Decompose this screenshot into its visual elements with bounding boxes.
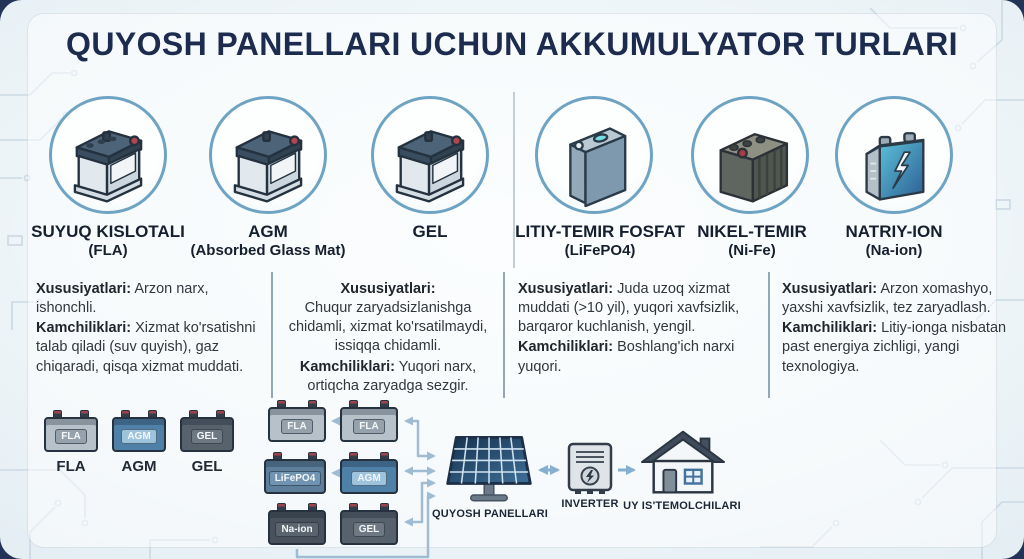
solar-panel-icon xyxy=(446,435,532,502)
flow-battery-fla-1: FLA xyxy=(268,400,326,442)
flow-battery-gel: GEL xyxy=(340,503,398,545)
battery-terminal-icon xyxy=(216,410,225,417)
legend-caption-agm: AGM xyxy=(121,458,157,475)
type-name-agm: AGM (Absorbed Glass Mat) xyxy=(190,222,346,259)
description-fla: Xususiyatlari: Arzon narx, ishonchli. Ka… xyxy=(36,281,256,375)
battery-terminal-icon xyxy=(380,452,389,459)
battery-terminal-icon xyxy=(80,410,89,417)
battery-terminal-icon xyxy=(277,503,286,510)
battery-terminal-icon xyxy=(308,400,317,407)
car-battery-icon xyxy=(73,130,143,203)
battery-terminal-icon xyxy=(189,410,198,417)
legend-battery-fla: FLA xyxy=(44,410,98,452)
page-title: QUYOSH PANELLARI UCHUN AKKUMULYATOR TURL… xyxy=(66,26,958,62)
flow-battery-naion: Na-ion xyxy=(268,503,326,545)
description-naion: Xususiyatlari: Arzon xomashyo, yaxshi xa… xyxy=(782,281,1007,375)
battery-terminal-icon xyxy=(308,503,317,510)
type-name-lifepo4: LITIY-TEMIR FOSFAT (LiFePO4) xyxy=(515,222,685,259)
type-name-fla: SUYUQ KISLOTALI (FLA) xyxy=(31,222,185,259)
description-lifepo4: Xususiyatlari: Juda uzoq xizmat muddati … xyxy=(518,281,740,375)
circle-naion xyxy=(835,96,953,214)
legend-battery-agm: AGM xyxy=(112,410,166,452)
car-battery-icon xyxy=(395,130,465,203)
circle-agm xyxy=(209,96,327,214)
battery-terminal-icon xyxy=(380,503,389,510)
circle-fla xyxy=(49,96,167,214)
prismatic-cell-icon xyxy=(569,127,627,207)
text-divider xyxy=(271,272,273,398)
house-label: UY IS'TEMOLCHILARI xyxy=(623,500,741,512)
nife-battery-icon xyxy=(719,133,789,203)
battery-terminal-icon xyxy=(380,400,389,407)
circle-lifepo4 xyxy=(535,96,653,214)
battery-terminal-icon xyxy=(277,400,286,407)
battery-terminal-icon xyxy=(273,452,282,459)
inverter-icon xyxy=(567,442,613,494)
battery-terminal-icon xyxy=(349,452,358,459)
text-divider xyxy=(768,272,770,398)
solar-panel-label: QUYOSH PANELLARI xyxy=(431,508,549,520)
text-divider xyxy=(503,272,505,398)
battery-terminal-icon xyxy=(148,410,157,417)
battery-terminal-icon xyxy=(349,503,358,510)
legend-caption-fla: FLA xyxy=(56,458,86,475)
type-name-gel: GEL xyxy=(412,222,448,241)
description-agm-gel: Xususiyatlari:Chuqur zaryadsizlanishga c… xyxy=(288,281,488,394)
group-divider xyxy=(513,92,515,268)
naion-battery-icon xyxy=(865,132,925,201)
flow-battery-agm: AGM xyxy=(340,452,398,494)
type-name-naion: NATRIY-ION (Na-ion) xyxy=(845,222,943,259)
flow-battery-lifepo4: LiFePO4 xyxy=(264,452,326,494)
inverter-label: INVERTER xyxy=(561,498,619,510)
circle-nife xyxy=(691,96,809,214)
circle-gel xyxy=(371,96,489,214)
house-icon xyxy=(640,430,726,494)
battery-terminal-icon xyxy=(121,410,130,417)
legend-battery-gel: GEL xyxy=(180,410,234,452)
type-name-nife: NIKEL-TEMIR (Ni-Fe) xyxy=(697,222,807,259)
legend-caption-gel: GEL xyxy=(191,458,223,475)
battery-terminal-icon xyxy=(308,452,317,459)
battery-terminal-icon xyxy=(349,400,358,407)
car-battery-icon xyxy=(233,130,303,203)
flow-battery-fla-2: FLA xyxy=(340,400,398,442)
battery-terminal-icon xyxy=(53,410,62,417)
